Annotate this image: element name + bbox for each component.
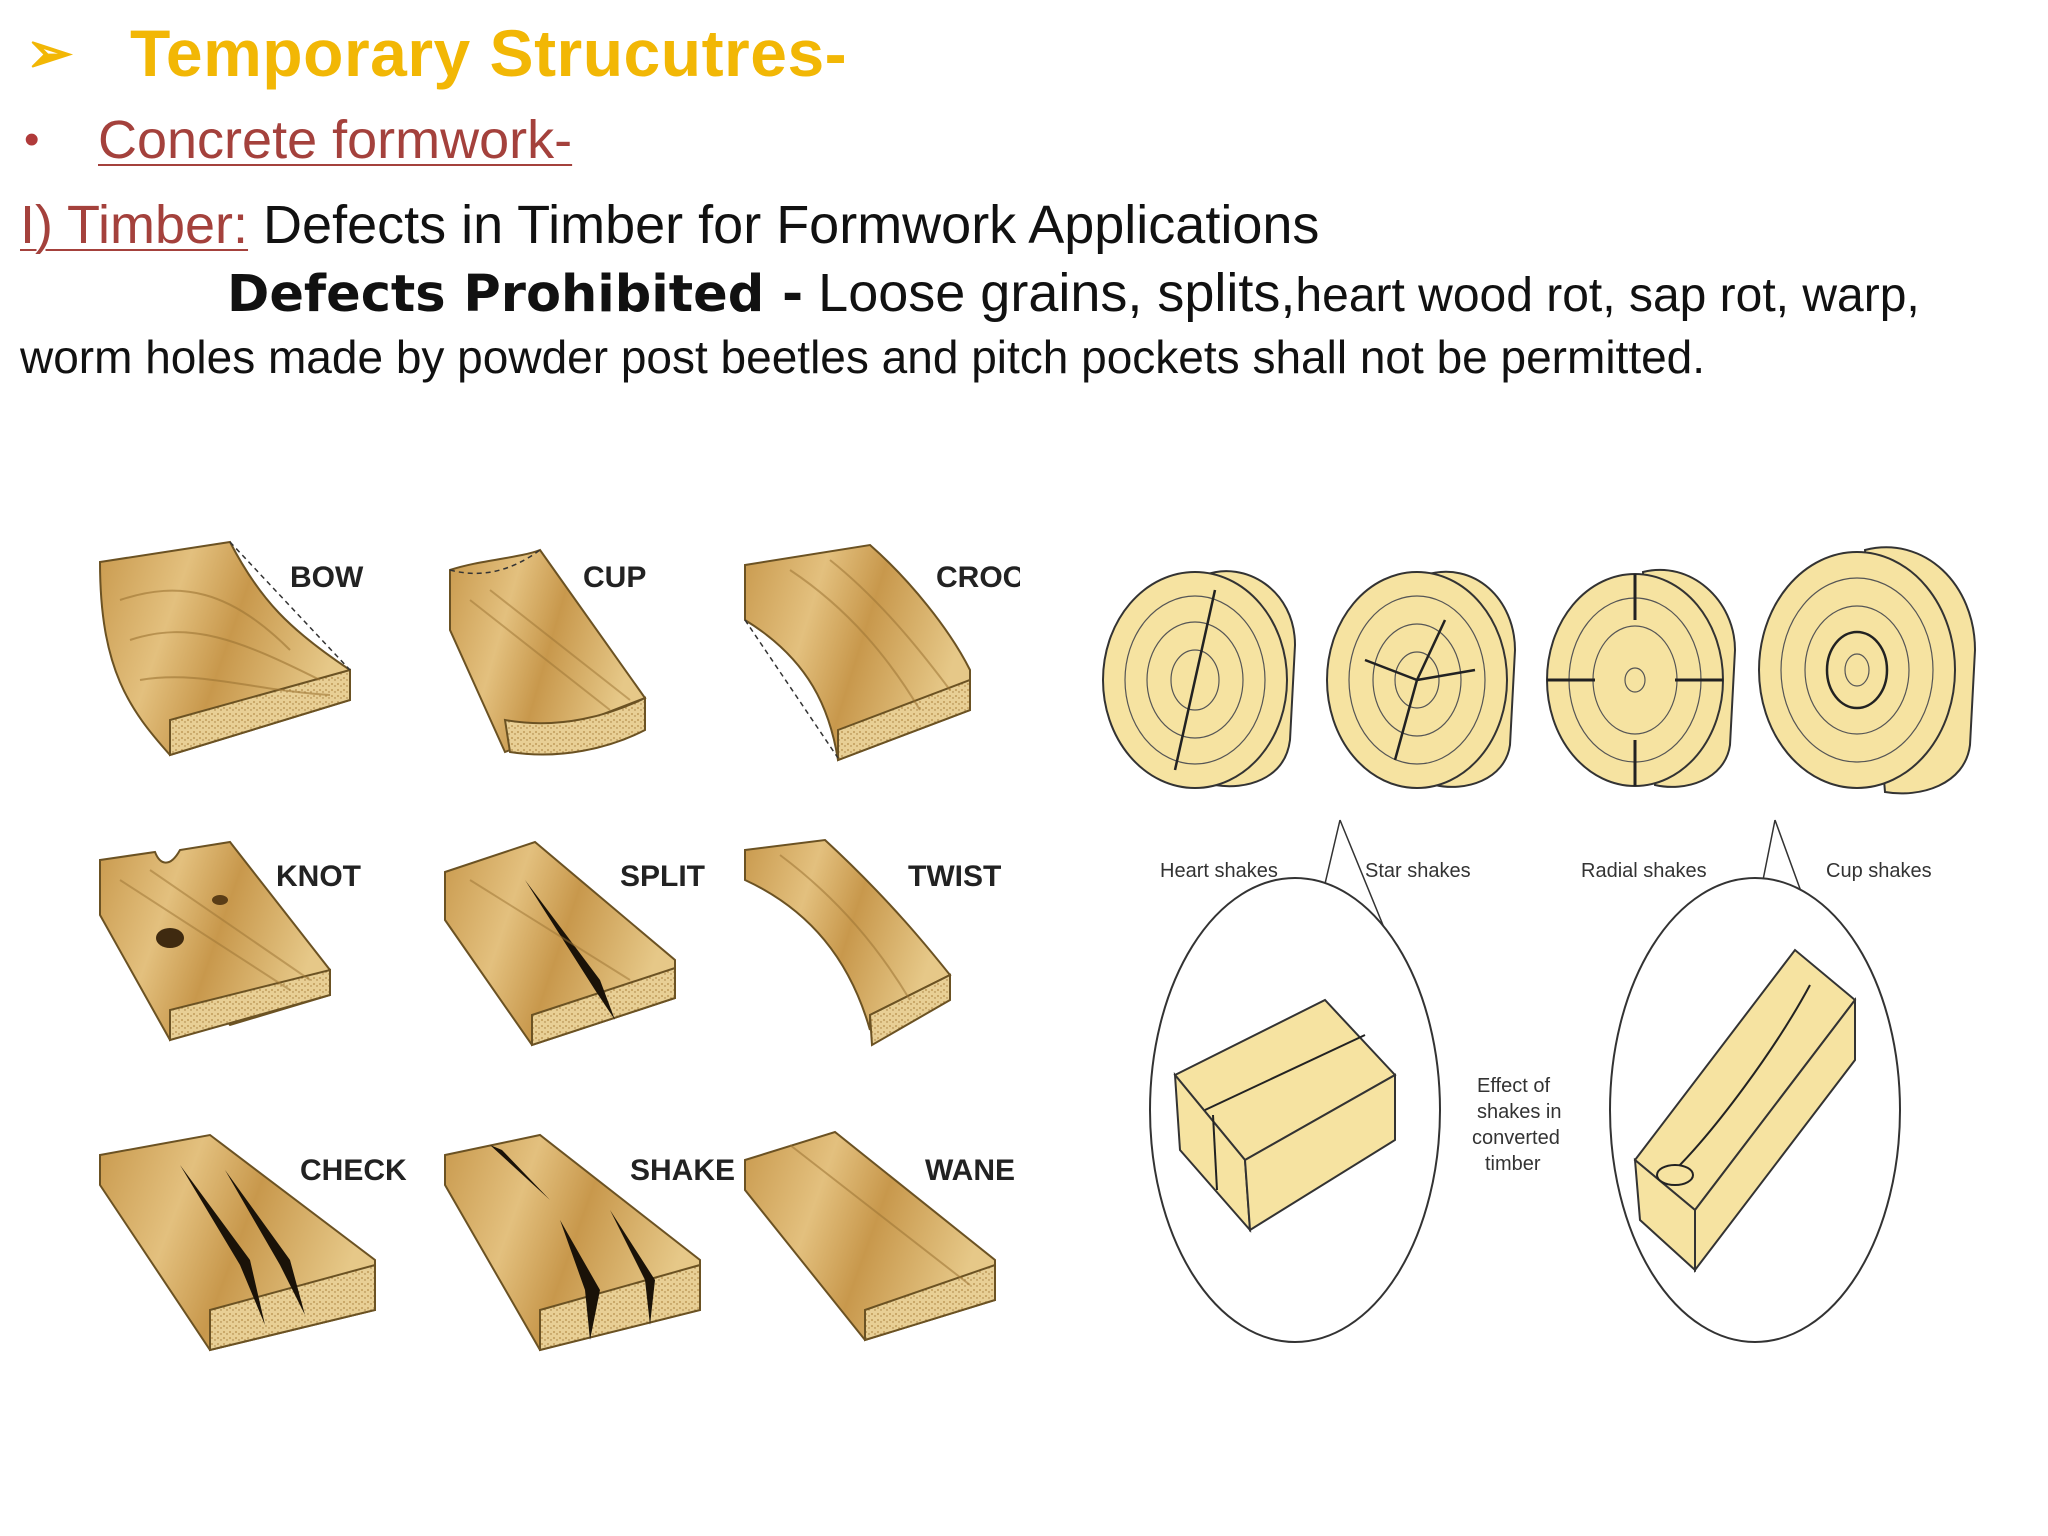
cup-board bbox=[449, 548, 647, 756]
effect-caption-line1: Effect of bbox=[1477, 1075, 1550, 1097]
defects-list-part1: Loose grains, splits, bbox=[803, 263, 1296, 323]
arrow-bullet-icon: ➢ bbox=[26, 21, 73, 84]
defects-list-line2: worm holes made by powder post beetles a… bbox=[20, 331, 1706, 383]
knot-board bbox=[99, 840, 331, 1042]
wood-label-shake: SHAKE bbox=[630, 1154, 735, 1187]
log-shakes-illustration: Heart shakes Star shakes Radial shakes C… bbox=[1102, 546, 1977, 1343]
defects-prohibited-line: Defects Prohibited - Loose grains, split… bbox=[227, 262, 1920, 324]
shake-board bbox=[444, 1133, 701, 1352]
wood-label-cup: CUP bbox=[583, 561, 646, 594]
check-board bbox=[99, 1133, 376, 1352]
defects-prohibited-label: Defects Prohibited - bbox=[227, 265, 804, 324]
timber-heading-text: Defects in Timber for Formwork Applicati… bbox=[248, 195, 1320, 255]
twist-board bbox=[744, 838, 952, 1047]
star-shakes-log bbox=[1326, 570, 1517, 789]
defects-list-part2: heart wood rot, sap rot, warp, bbox=[1295, 269, 1920, 322]
label-heart-shakes: Heart shakes bbox=[1160, 860, 1278, 882]
label-star-shakes: Star shakes bbox=[1365, 860, 1471, 882]
bullet-row: • Concrete formwork- bbox=[24, 104, 572, 176]
converted-timber-callout-right bbox=[1609, 819, 1901, 1343]
heart-shakes-log bbox=[1102, 570, 1297, 789]
radial-shakes-log bbox=[1546, 569, 1737, 788]
split-board bbox=[444, 840, 676, 1047]
concrete-formwork-link[interactable]: Concrete formwork- bbox=[98, 110, 573, 170]
effect-caption-line2: shakes in bbox=[1477, 1101, 1562, 1123]
label-radial-shakes: Radial shakes bbox=[1581, 860, 1707, 882]
wane-board bbox=[744, 1130, 996, 1342]
wood-label-twist: TWIST bbox=[908, 860, 1001, 893]
slide-title-row: ➢ Temporary Strucutres- bbox=[26, 8, 847, 98]
timber-link[interactable]: I) Timber: bbox=[20, 195, 249, 255]
timber-heading: I) Timber: Defects in Timber for Formwor… bbox=[20, 194, 1319, 256]
effect-caption-line4: timber bbox=[1485, 1153, 1541, 1175]
cup-shakes-log bbox=[1758, 546, 1977, 795]
bullet-dot-icon: • bbox=[24, 115, 40, 164]
label-cup-shakes: Cup shakes bbox=[1826, 860, 1932, 882]
crook-board bbox=[744, 543, 971, 762]
converted-timber-callout-left bbox=[1149, 819, 1441, 1343]
wood-label-check: CHECK bbox=[300, 1154, 407, 1187]
wood-label-bow: BOW bbox=[290, 561, 364, 594]
effect-caption-line3: converted bbox=[1472, 1127, 1560, 1149]
slide-title: Temporary Strucutres- bbox=[130, 16, 848, 90]
wood-label-split: SPLIT bbox=[620, 860, 705, 893]
wood-label-knot: KNOT bbox=[276, 860, 361, 893]
bow-board bbox=[98, 540, 351, 757]
wood-label-wane: WANE bbox=[925, 1154, 1015, 1187]
